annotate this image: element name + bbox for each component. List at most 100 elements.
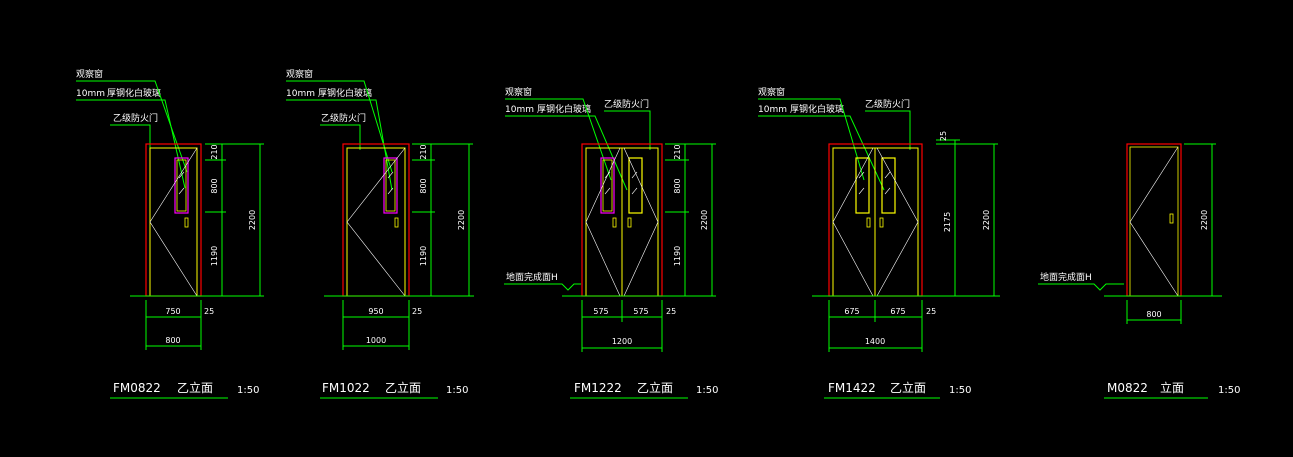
width-dimensions [342,300,410,350]
height-dim-2: 2175 [943,212,952,232]
label-observation-window: 观察窗 [505,86,532,98]
door-subtitle: 乙立面 [890,380,926,395]
door-title: FM1222 [574,381,622,395]
label-glass-thickness: 10mm [76,89,105,99]
glass-inner-frame [176,159,187,212]
swing-line [346,147,406,297]
total-width-dim: 1000 [366,336,386,345]
total-height-dim: 2200 [248,210,257,230]
label-fire-door: 乙级防火门 [604,98,649,110]
door-scale: 1:50 [1218,385,1240,396]
label-fire-door: 乙级防火门 [865,98,910,110]
total-height-dim: 2200 [982,210,991,230]
floor-finish-marker [504,283,581,291]
door-frame-inner [149,147,198,297]
door-scale: 1:50 [696,385,718,396]
leader-lines [76,80,188,189]
door-handle-right [879,217,884,228]
width-dim-1: 575 [593,307,608,316]
door-scale: 1:50 [446,385,468,396]
height-dim-3: 1190 [419,246,428,266]
height-dim-3: 1190 [673,246,682,266]
height-dimensions [205,143,264,296]
width-dimensions [145,300,202,350]
total-height-dim: 2200 [457,210,466,230]
width-dim-2: 25 [204,307,214,316]
door-title: FM1022 [322,381,370,395]
door-elevation-fm0822: 观察窗 10mm 厚钢化白玻璃 乙级防火门 210 800 119 [76,68,264,399]
height-dim-1: 210 [210,144,219,159]
width-dim-3: 25 [926,307,936,316]
observation-glass [383,157,398,214]
label-observation-window: 观察窗 [758,86,785,98]
height-dimensions [936,139,998,296]
width-dimensions [581,300,663,352]
height-dimensions [665,143,716,296]
total-width-dim: 800 [1146,310,1161,319]
total-height-dim: 2200 [700,210,709,230]
label-observation-window: 观察窗 [76,68,103,80]
observation-glass-right [628,157,643,214]
total-width-dim: 800 [165,336,180,345]
height-dimensions [412,143,473,296]
height-dim-2: 800 [210,178,219,193]
door-title: FM0822 [113,381,161,395]
width-dim-2: 575 [633,307,648,316]
door-frame-inner [1129,146,1179,297]
observation-glass-right [881,157,896,214]
width-dim-2: 25 [412,307,422,316]
door-handle-right [627,217,632,228]
swing-line [149,147,198,297]
swing-line-left [585,147,621,297]
width-dim-1: 675 [844,307,859,316]
swing-line-left [832,147,874,297]
door-handle-left [612,217,617,228]
door-title: M0822 [1107,381,1148,395]
label-observation-window: 观察窗 [286,68,313,80]
swing-line [1129,146,1179,297]
width-dimensions [828,300,923,352]
door-handle [184,217,189,228]
height-dim-1: 210 [419,144,428,159]
door-handle-left [866,217,871,228]
door-scale: 1:50 [949,385,971,396]
height-dim-2: 800 [419,178,428,193]
leader-lines [505,98,651,191]
door-subtitle: 乙立面 [385,380,421,395]
label-glass-thickness: 10mm [286,89,315,99]
door-subtitle: 立面 [1160,380,1184,395]
leader-lines [758,98,911,191]
label-glass-type: 厚钢化白玻璃 [318,87,372,99]
width-dimensions [1126,300,1182,324]
door-frame-outer [342,143,410,297]
observation-glass-left [855,157,870,214]
width-dim-3: 25 [666,307,676,316]
glass-inner-frame [385,159,396,212]
label-glass-thickness: 10mm [758,105,787,115]
total-width-dim: 1200 [612,337,632,346]
door-subtitle: 乙立面 [637,380,673,395]
swing-line-right [623,147,659,297]
door-scale: 1:50 [237,385,259,396]
label-glass-type: 厚钢化白玻璃 [107,87,161,99]
door-handle [394,217,399,228]
door-elevation-m0822: 地面完成面H 2200 800 M0822 立面 1:50 [1038,143,1240,399]
label-glass-type: 厚钢化白玻璃 [537,103,591,115]
door-elevation-fm1422: 观察窗 10mm 厚钢化白玻璃 乙级防火门 25 2175 [758,86,1000,399]
label-floor-finish: 地面完成面H [506,271,558,283]
total-height-dim: 2200 [1200,210,1209,230]
door-subtitle: 乙立面 [177,380,213,395]
height-dim-3: 1190 [210,246,219,266]
width-dim-1: 950 [368,307,383,316]
label-fire-door: 乙级防火门 [321,112,366,124]
door-elevation-fm1222: 观察窗 10mm 厚钢化白玻璃 乙级防火门 地面完成面H [504,86,718,399]
observation-glass [174,157,189,214]
label-fire-door: 乙级防火门 [113,112,158,124]
label-glass-thickness: 10mm [505,105,534,115]
floor-finish-marker [1038,283,1124,291]
total-width-dim: 1400 [865,337,885,346]
width-dim-2: 675 [890,307,905,316]
door-handle [1169,213,1174,224]
height-dimensions [1184,143,1216,296]
